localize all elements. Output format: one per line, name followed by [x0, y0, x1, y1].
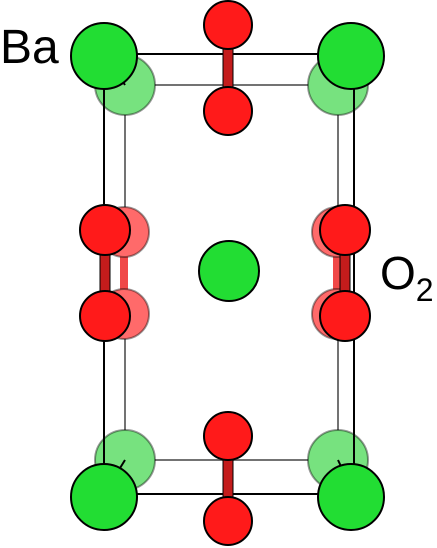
front-atoms: [70, 0, 385, 546]
o2-label: O2: [380, 250, 434, 306]
o-atom: [203, 0, 253, 50]
ba-atom: [317, 463, 385, 531]
o-atom: [203, 86, 253, 136]
o-atom: [79, 204, 131, 256]
ba-atom-center: [198, 240, 260, 302]
o-atom: [319, 204, 371, 256]
ba-atom: [70, 22, 138, 90]
ba-label: Ba: [0, 21, 59, 74]
ba-atom: [317, 22, 385, 90]
o-atom: [79, 290, 131, 342]
o2-label-main: O: [380, 247, 416, 299]
o2-label-subscript: 2: [415, 272, 434, 308]
o-atom: [319, 290, 371, 342]
o-atom: [203, 496, 253, 546]
ba-atom: [70, 463, 138, 531]
o-atom: [203, 411, 253, 461]
